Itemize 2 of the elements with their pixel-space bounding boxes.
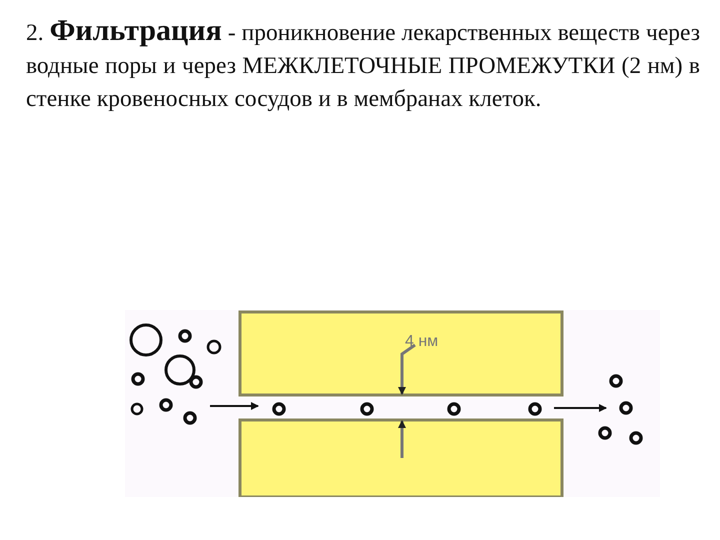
dimension-label: 4 нм xyxy=(405,333,438,351)
description-paragraph: 2. Фильтрация - проникновение лекарственных веществ через водные поры и через МЕЖКЛЕТОЧНЫЕ ПРОМЕЖУТКИ (2 нм) в стенке кровеносных сосудов и в мембранах клеток. xyxy=(26,14,700,114)
